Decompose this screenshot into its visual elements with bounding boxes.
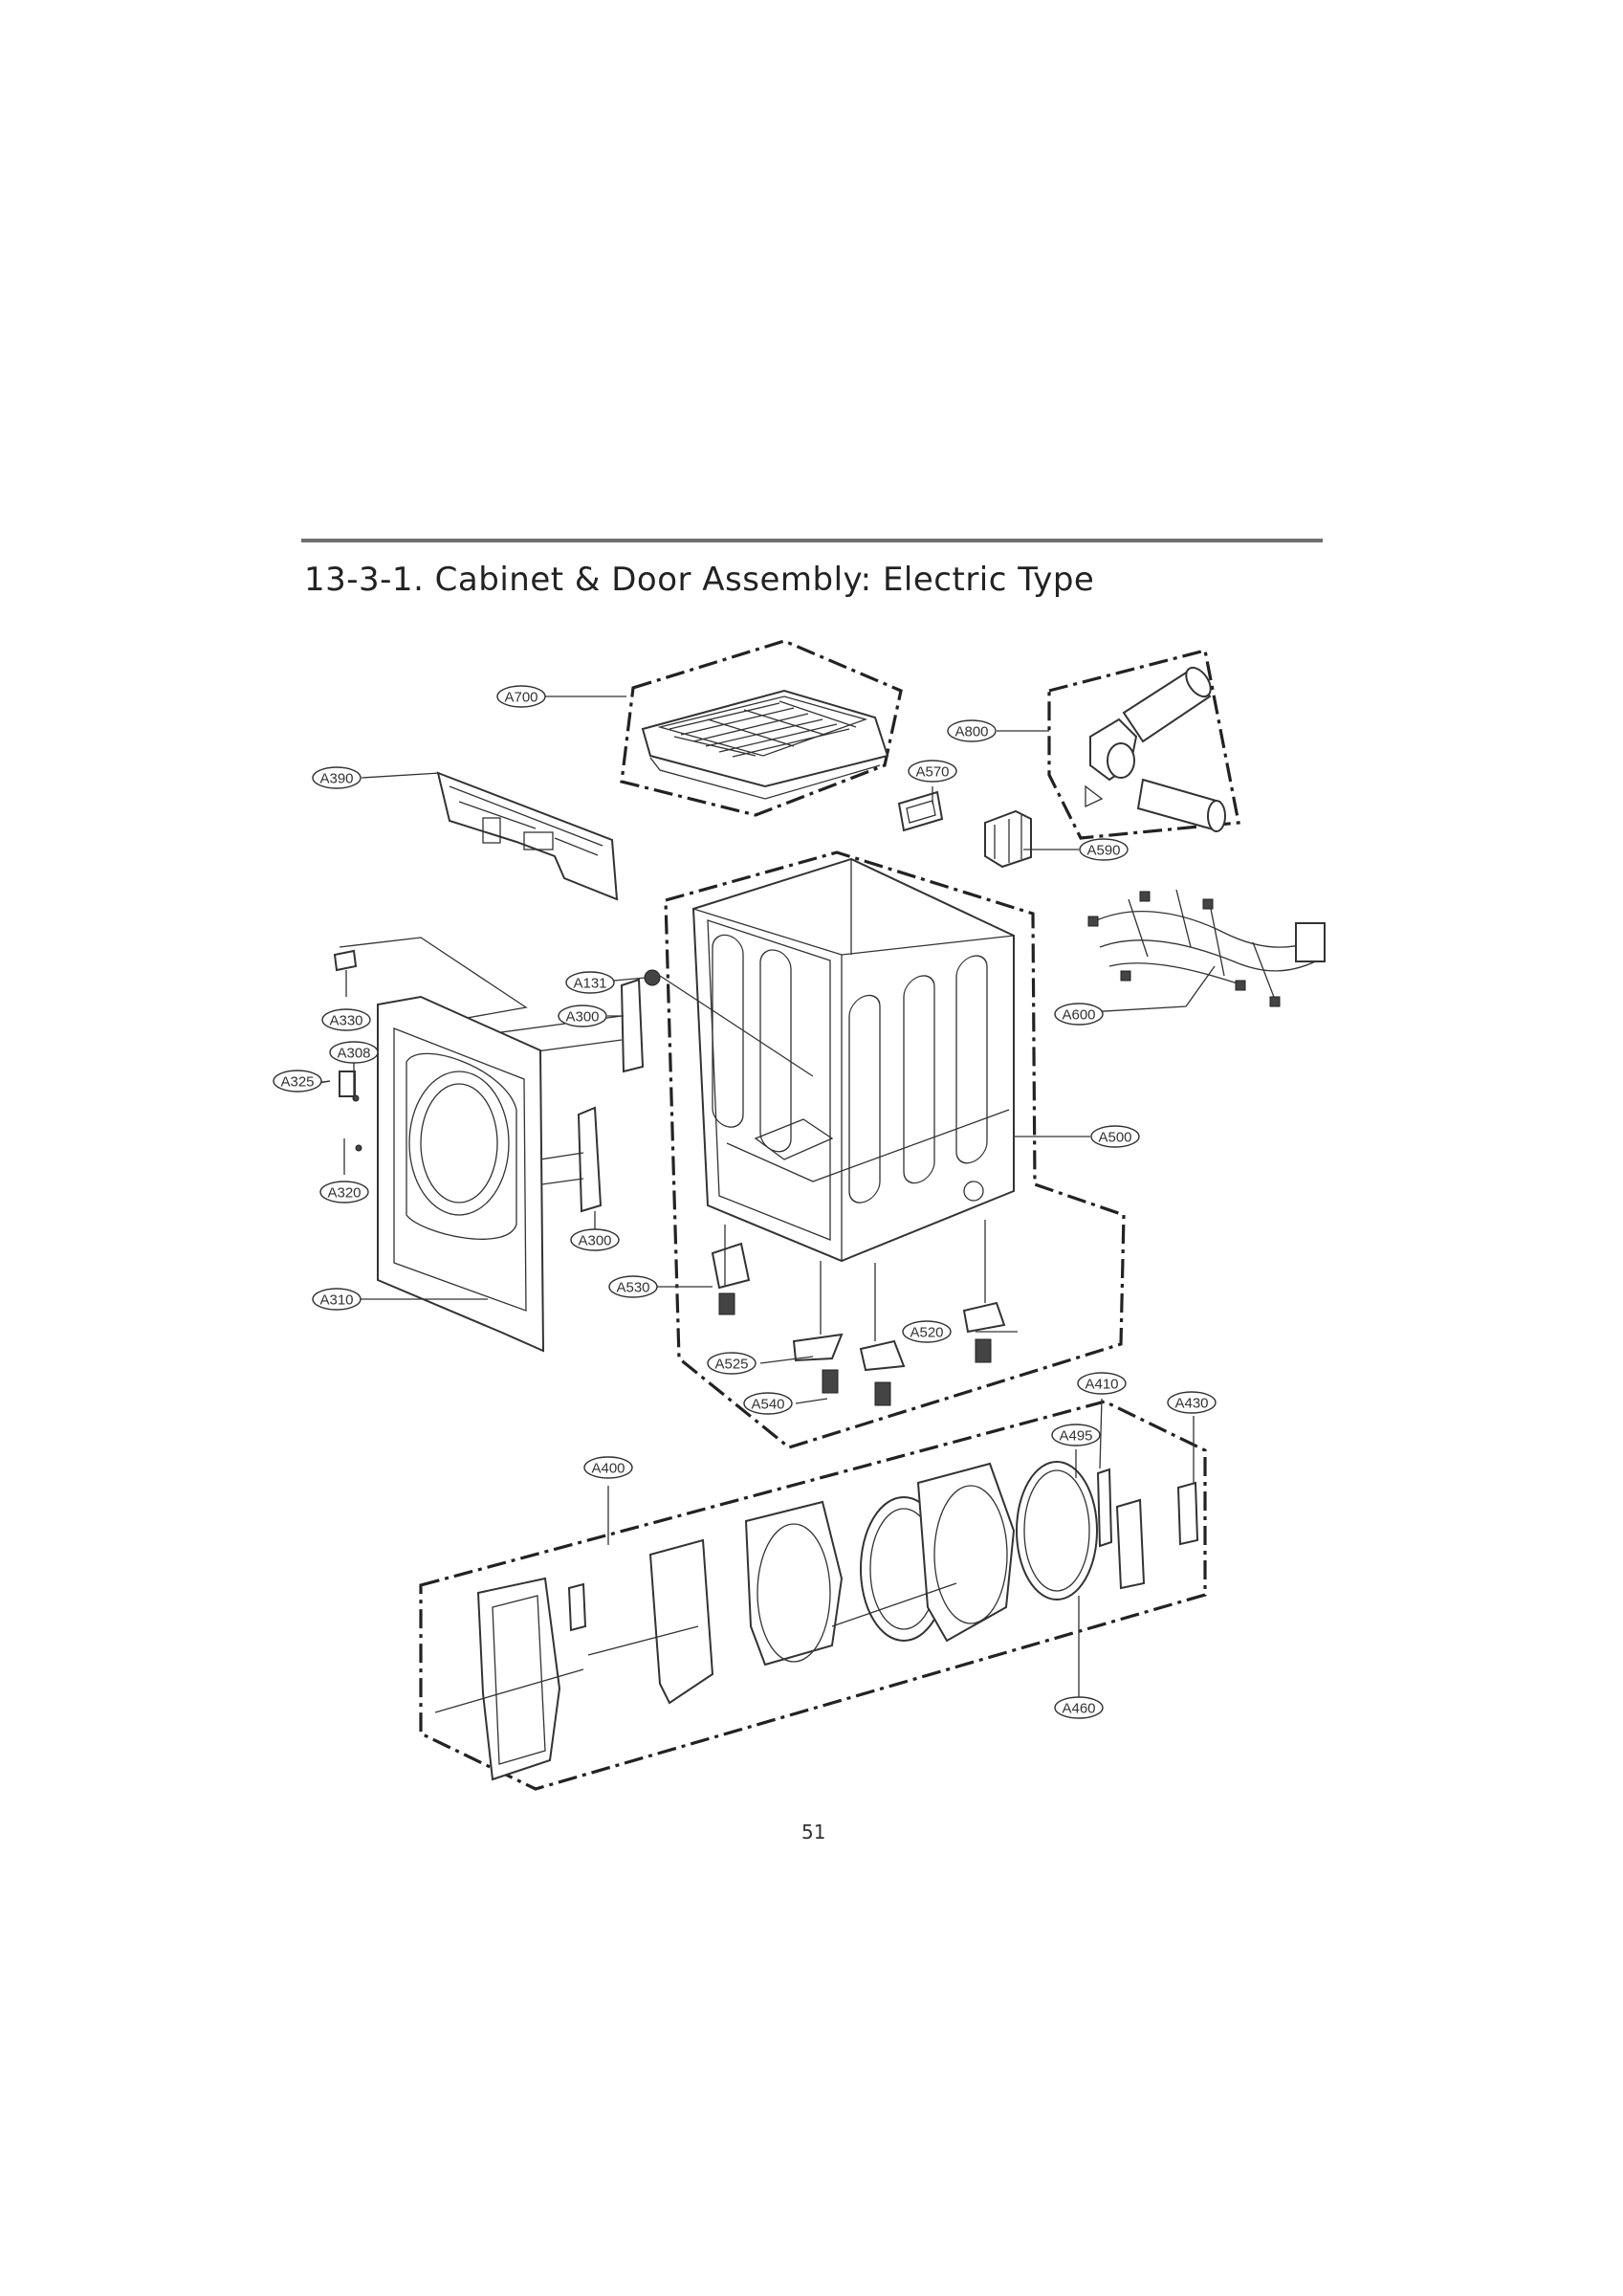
callout-a540: A540: [743, 1392, 793, 1415]
duct-bracket-part: [984, 809, 1032, 869]
callout-a430: A430: [1167, 1391, 1217, 1414]
svg-text:A540: A540: [751, 1397, 784, 1413]
exhaust-duct-part: [1085, 666, 1226, 832]
callout-a590: A590: [1079, 838, 1129, 861]
door-panel-part: [377, 995, 545, 1353]
cabinet-part: [691, 857, 1015, 1263]
leveling-legs-part: [711, 1220, 1006, 1406]
a500-group-boundary: [664, 850, 1126, 1449]
svg-text:A410: A410: [1085, 1377, 1118, 1393]
callout-a131: A131: [565, 971, 615, 994]
callout-a308: A308: [329, 1041, 379, 1064]
svg-text:A430: A430: [1174, 1396, 1208, 1412]
svg-text:A520: A520: [910, 1325, 943, 1341]
page-title: 13-3-1. Cabinet & Door Assembly: Electri…: [304, 561, 1095, 599]
svg-text:A310: A310: [319, 1292, 353, 1309]
callout-a330: A330: [321, 1008, 371, 1031]
svg-text:A500: A500: [1098, 1130, 1131, 1146]
svg-text:A325: A325: [280, 1074, 314, 1091]
svg-text:A530: A530: [616, 1280, 649, 1296]
svg-text:A300: A300: [578, 1233, 611, 1249]
svg-text:A600: A600: [1062, 1007, 1095, 1024]
callout-a530: A530: [608, 1275, 658, 1298]
control-panel-bracket-part: [436, 771, 619, 901]
wire-harness-part: [1087, 889, 1326, 1007]
svg-text:A300: A300: [565, 1009, 599, 1026]
callout-a800: A800: [947, 719, 997, 742]
door-assembly-parts: [434, 1461, 1199, 1781]
svg-text:A390: A390: [319, 771, 353, 787]
svg-text:A800: A800: [954, 724, 988, 740]
callout-a320: A320: [319, 1181, 369, 1203]
svg-text:A308: A308: [337, 1046, 370, 1062]
callout-a390: A390: [312, 766, 362, 789]
svg-text:A525: A525: [714, 1357, 748, 1373]
section-divider: [301, 539, 1323, 542]
svg-text:A460: A460: [1062, 1701, 1095, 1717]
a400-group-boundary: [419, 1400, 1207, 1791]
callout-a300-top: A300: [558, 1004, 607, 1027]
svg-text:A495: A495: [1059, 1428, 1092, 1445]
callout-a700: A700: [496, 685, 546, 708]
top-plate-part: [641, 689, 889, 800]
callout-a410: A410: [1077, 1372, 1127, 1395]
a800-group-boundary: [1047, 649, 1240, 840]
callout-a570: A570: [908, 760, 957, 783]
svg-text:A320: A320: [327, 1185, 361, 1202]
callout-a500: A500: [1090, 1125, 1140, 1148]
callout-a310: A310: [312, 1288, 362, 1311]
a700-group-boundary: [620, 639, 903, 817]
callout-a325: A325: [273, 1070, 322, 1093]
callout-a300-bottom: A300: [570, 1228, 620, 1251]
svg-text:A330: A330: [329, 1013, 362, 1029]
callout-a400: A400: [583, 1456, 633, 1479]
leader-lines: [286, 695, 1216, 1708]
svg-text:A131: A131: [573, 976, 606, 992]
callout-a460: A460: [1054, 1696, 1104, 1719]
callout-a525: A525: [707, 1352, 757, 1375]
callout-a520: A520: [902, 1320, 952, 1343]
door-hinge-assembly-part: [286, 937, 814, 1213]
svg-text:A700: A700: [504, 690, 537, 706]
svg-text:A570: A570: [915, 764, 949, 781]
page-number: 51: [801, 1821, 826, 1843]
svg-text:A400: A400: [591, 1461, 625, 1477]
filter-cover-part: [897, 790, 944, 832]
callout-a495: A495: [1051, 1424, 1101, 1446]
svg-text:A590: A590: [1086, 843, 1120, 859]
callout-a600: A600: [1054, 1003, 1104, 1026]
